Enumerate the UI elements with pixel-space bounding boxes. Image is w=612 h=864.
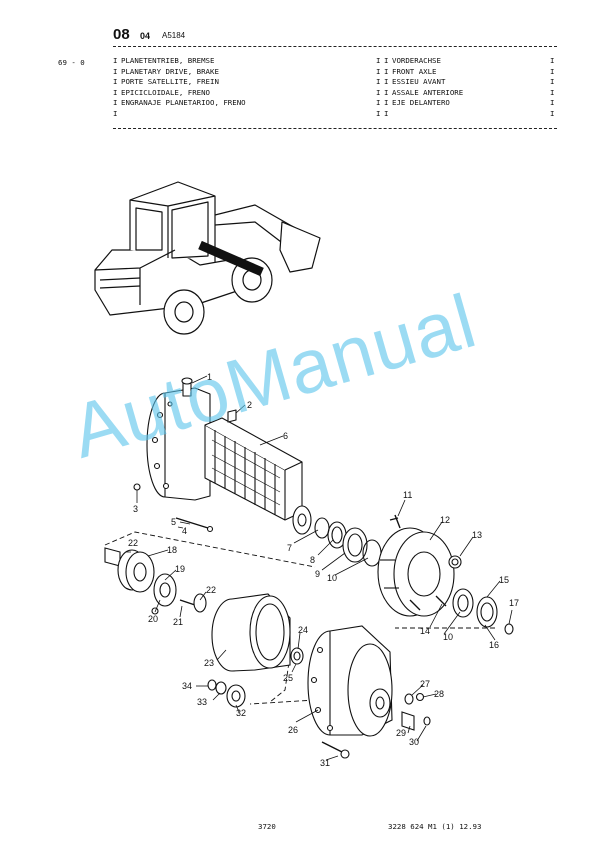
bar: I <box>376 87 381 97</box>
bar: I <box>384 56 389 65</box>
callout-10b: 10 <box>443 632 453 642</box>
bar: I <box>384 66 389 76</box>
section-number: 08 <box>113 26 130 43</box>
callout-20: 20 <box>148 614 158 624</box>
title-it: EPICICLOIDALE, FRENO <box>121 87 210 97</box>
bar: I <box>384 98 389 107</box>
callout-28: 28 <box>434 689 444 699</box>
callout-3: 3 <box>133 504 138 514</box>
bar: I <box>384 108 389 118</box>
bar: I <box>550 77 555 86</box>
callout-13: 13 <box>472 530 482 540</box>
callout-21: 21 <box>173 617 183 627</box>
title-en: PLANETARY DRIVE, BRAKE <box>121 66 219 76</box>
callout-1: 1 <box>207 372 212 382</box>
brake-housing-assembly <box>133 377 312 535</box>
callout-12: 12 <box>440 515 450 525</box>
bar: I <box>113 66 118 76</box>
callout-17: 17 <box>509 598 519 608</box>
callout-26: 26 <box>288 725 298 735</box>
callout-31: 31 <box>320 758 330 768</box>
callout-11: 11 <box>403 490 412 500</box>
bar: I <box>376 66 381 76</box>
callout-2: 2 <box>247 400 252 410</box>
callout-4: 4 <box>182 526 187 536</box>
callout-22a: 22 <box>206 585 216 595</box>
title-right-it: ASSALE ANTERIORE <box>392 87 464 97</box>
callout-18: 18 <box>167 545 177 555</box>
bar: I <box>113 108 118 118</box>
bar: I <box>550 66 555 76</box>
callout-10a: 10 <box>327 573 337 583</box>
bearing-group <box>314 517 382 567</box>
wheel-loader-illustration <box>94 181 321 335</box>
bar: I <box>376 98 381 107</box>
callout-32: 32 <box>236 708 246 718</box>
page-number: 3720 <box>258 822 276 831</box>
bar: I <box>113 77 118 86</box>
callout-23: 23 <box>204 658 214 668</box>
bar: I <box>550 87 555 97</box>
callout-5: 5 <box>171 517 176 527</box>
title-es: ENGRANAJE PLANETARIOO, FRENO <box>121 98 246 107</box>
callout-8: 8 <box>310 555 315 565</box>
title-right-fr: ESSIEU AVANT <box>392 77 446 86</box>
bar: I <box>550 108 555 118</box>
bottom-rule <box>113 128 557 129</box>
bar: I <box>113 87 118 97</box>
callout-19: 19 <box>175 564 185 574</box>
title-right-es: EJE DELANTERO <box>392 98 450 107</box>
callout-16: 16 <box>489 640 499 650</box>
callout-27: 27 <box>420 679 430 689</box>
bar: I <box>113 56 118 65</box>
bar: I <box>384 87 389 97</box>
callout-9: 9 <box>315 569 320 579</box>
bar: I <box>384 77 389 86</box>
callout-7: 7 <box>287 543 292 553</box>
wheel-hub <box>377 514 514 635</box>
callout-6: 6 <box>283 431 288 441</box>
bar: I <box>550 98 555 107</box>
subsection-number: 04 <box>140 31 151 41</box>
bar: I <box>550 56 555 65</box>
callout-22b: 22 <box>128 538 138 548</box>
planet-gears <box>207 679 246 708</box>
callout-25: 25 <box>283 673 293 683</box>
document-reference: 3228 624 M1 (1) 12.93 <box>388 822 482 831</box>
callout-29: 29 <box>396 728 406 738</box>
bar: I <box>376 108 381 118</box>
reference-number: 69 - 0 <box>58 58 85 67</box>
callout-30: 30 <box>409 737 419 747</box>
title-fr: PORTE SATELLITE, FREIN <box>121 77 219 86</box>
assembly-dash-line <box>104 531 495 705</box>
planetary-gear-set <box>104 547 207 615</box>
bar: I <box>376 77 381 86</box>
callout-15: 15 <box>499 575 509 585</box>
callout-33: 33 <box>197 697 207 707</box>
bar: I <box>113 98 118 107</box>
leader-lines <box>136 375 513 761</box>
brake-disc-stack <box>204 417 303 521</box>
title-right-de: VORDERACHSE <box>392 56 441 65</box>
document-code: A5184 <box>162 31 186 40</box>
top-rule <box>113 46 557 47</box>
callout-14: 14 <box>420 626 430 636</box>
title-right-en: FRONT AXLE <box>392 66 437 76</box>
title-de: PLANETENTRIEB, BREMSE <box>121 56 215 65</box>
outer-housing <box>307 625 431 759</box>
ring-gear <box>211 593 304 672</box>
bar: I <box>376 56 381 65</box>
callout-34: 34 <box>182 681 192 691</box>
callout-24: 24 <box>298 625 308 635</box>
